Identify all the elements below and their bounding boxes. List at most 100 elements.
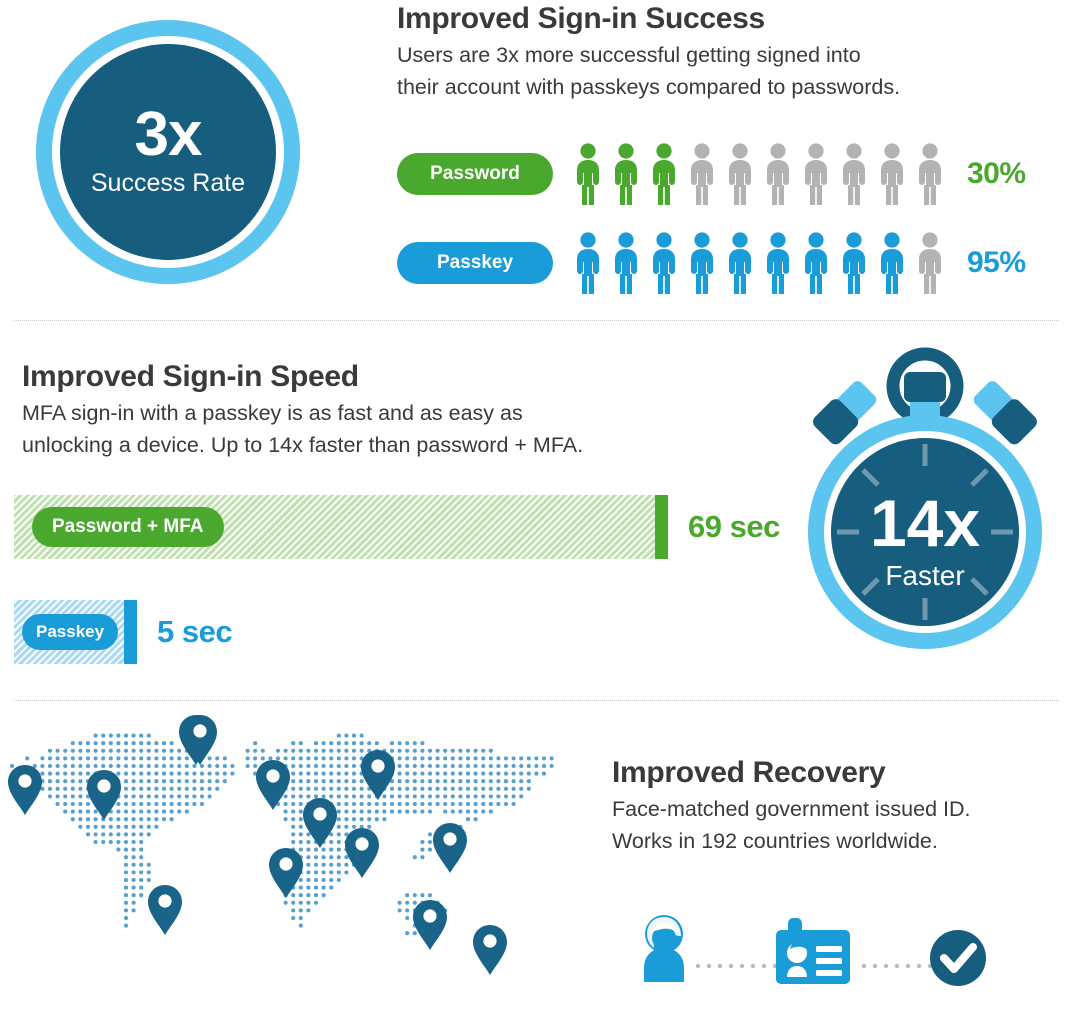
pictogram-people-passkey [571, 232, 951, 296]
person-icon-wrapper [723, 143, 757, 207]
password-mfa-label-pill: Password + MFA [32, 507, 224, 547]
person-icon-wrapper [837, 143, 871, 207]
person-icon [805, 232, 827, 296]
map-pin-icon [256, 760, 290, 810]
person-icon-wrapper [837, 232, 871, 296]
map-pin-icon [361, 750, 395, 800]
success-rate-badge: 3x Success Rate [36, 20, 300, 284]
map-pin-icon [183, 715, 217, 765]
map-pin-icon [433, 823, 467, 873]
bar-cap-password-mfa [655, 495, 668, 559]
recovery-body-line2: Works in 192 countries worldwide. [612, 829, 938, 854]
success-text-block: Improved Sign-in Success Users are 3x mo… [397, 2, 1057, 102]
passkey-label-pill: Passkey [397, 242, 553, 284]
person-icon [577, 232, 599, 296]
person-icon-wrapper [723, 232, 757, 296]
map-pin-icon [87, 770, 121, 820]
passkey-seconds: 5 sec [157, 614, 233, 649]
world-map-dots-icon [8, 715, 554, 975]
map-pin-icon [303, 798, 337, 848]
stopwatch-label: Faster [885, 560, 964, 591]
person-icon [843, 232, 865, 296]
bar-row-passkey: Passkey 5 sec [14, 600, 233, 664]
person-icon [843, 143, 865, 207]
passkey-percent: 95% [967, 246, 1026, 279]
success-heading: Improved Sign-in Success [397, 2, 765, 35]
person-icon-wrapper [571, 143, 605, 207]
passkey-speed-label-pill: Passkey [22, 614, 119, 650]
section-improved-recovery: Improved Recovery Face-matched governmen… [0, 700, 1073, 1005]
recovery-text-block: Improved Recovery Face-matched governmen… [612, 756, 1052, 856]
badge-value: 3x [134, 100, 203, 170]
recovery-flow-icons [644, 915, 986, 986]
person-icon [881, 232, 903, 296]
id-card-icon [776, 918, 850, 984]
person-icon-wrapper [647, 232, 681, 296]
stopwatch-value: 14x [870, 486, 980, 560]
bar-fill-password-mfa: Password + MFA [14, 495, 655, 559]
map-pin-icon [148, 885, 182, 935]
person-icon-wrapper [609, 232, 643, 296]
person-icon [919, 143, 941, 207]
person-icon-wrapper [761, 232, 795, 296]
person-icon [805, 143, 827, 207]
bar-cap-passkey [124, 600, 137, 664]
person-icon [615, 143, 637, 207]
map-pin-icon [413, 900, 447, 950]
recovery-body-line1: Face-matched government issued ID. [612, 796, 971, 821]
recovery-flow [630, 910, 990, 995]
badge-ring-gap: 3x Success Rate [52, 36, 284, 268]
badge-label: Success Rate [90, 168, 246, 197]
stopwatch-badge: 14x Faster [790, 342, 1060, 667]
person-icon-wrapper [609, 143, 643, 207]
person-icon [691, 232, 713, 296]
person-icon-wrapper [647, 143, 681, 207]
badge-fill: 3x Success Rate [60, 44, 276, 260]
divider-bottom [14, 700, 1059, 702]
person-icon-wrapper [913, 232, 947, 296]
recovery-heading: Improved Recovery [612, 756, 886, 789]
person-icon-wrapper [799, 143, 833, 207]
bar-passkey: Passkey [14, 600, 137, 664]
divider-top [14, 320, 1059, 322]
bar-fill-passkey: Passkey [14, 600, 124, 664]
person-icon [577, 143, 599, 207]
map-pin-icon [473, 925, 507, 975]
person-icon [729, 143, 751, 207]
bar-row-password-mfa: Password + MFA 69 sec [14, 495, 780, 559]
person-icon-wrapper [875, 232, 909, 296]
person-icon [767, 143, 789, 207]
map-pin-icon [269, 848, 303, 898]
person-icon-wrapper [571, 232, 605, 296]
person-icon-wrapper [685, 232, 719, 296]
success-body-line1: Users are 3x more successful getting sig… [397, 42, 861, 67]
person-avatar-icon [644, 915, 684, 982]
password-mfa-seconds: 69 sec [688, 509, 780, 544]
success-body-line2: their account with passkeys compared to … [397, 75, 901, 100]
person-icon-wrapper [913, 143, 947, 207]
stopwatch-icon: 14x Faster [808, 347, 1042, 649]
section-improved-signin-success: 3x Success Rate Improved Sign-in Success… [0, 0, 1073, 320]
map-pin-icon [345, 828, 379, 878]
map-pin-icon [8, 765, 42, 815]
person-icon-wrapper [799, 232, 833, 296]
person-icon [767, 232, 789, 296]
section-improved-signin-speed: Improved Sign-in Speed MFA sign-in with … [0, 320, 1073, 700]
person-icon-wrapper [875, 143, 909, 207]
password-label-pill: Password [397, 153, 553, 195]
check-circle-icon [930, 930, 986, 986]
person-icon-wrapper [761, 143, 795, 207]
pictogram-row-passkey: Passkey 95% [397, 232, 1026, 296]
speed-heading: Improved Sign-in Speed [22, 360, 359, 393]
person-icon [653, 232, 675, 296]
flow-dots-left [695, 963, 778, 969]
person-icon [691, 143, 713, 207]
pictogram-row-password: Password 30% [397, 143, 1026, 207]
person-icon-wrapper [685, 143, 719, 207]
world-map [8, 714, 568, 1009]
speed-body-line2: unlocking a device. Up to 14x faster tha… [22, 433, 584, 458]
person-icon [919, 232, 941, 296]
person-icon [615, 232, 637, 296]
pictogram-people-password [571, 143, 951, 207]
speed-body-line1: MFA sign-in with a passkey is as fast an… [22, 400, 523, 425]
